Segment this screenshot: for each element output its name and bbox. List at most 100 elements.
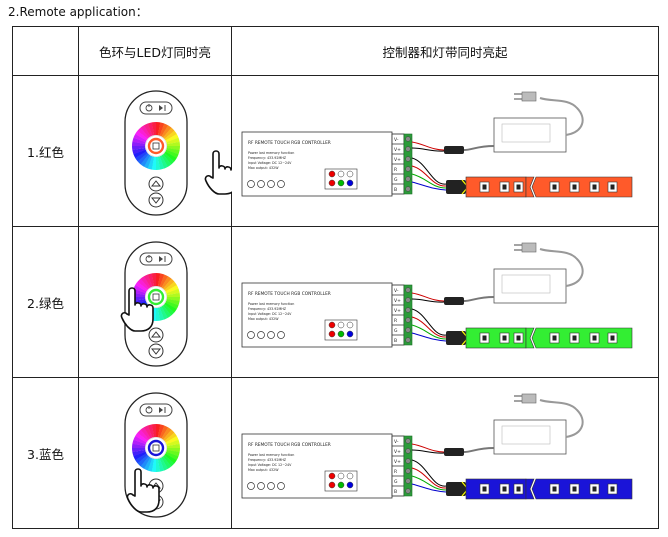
terminal-screw	[405, 458, 411, 464]
terminal-label: G	[394, 479, 398, 485]
terminal-screw	[405, 488, 411, 494]
controller-spec: Power lost memory function	[248, 453, 294, 457]
remote-top-button	[139, 101, 173, 115]
status-led	[328, 321, 336, 329]
terminal-block	[403, 133, 413, 195]
center-led	[147, 137, 165, 155]
cert-icon	[267, 331, 275, 339]
remote-illustration	[124, 90, 232, 216]
strip-connector	[446, 482, 466, 496]
ac-plug	[521, 242, 537, 253]
terminal-label: V+	[394, 308, 401, 314]
rgb-wire	[411, 316, 447, 338]
color-ring	[132, 424, 180, 472]
rgb-wire	[411, 157, 447, 185]
terminal-screw	[405, 448, 411, 454]
dc-cable	[463, 145, 495, 151]
terminal-label: V-	[394, 439, 399, 445]
cert-icon	[277, 482, 285, 490]
rgb-wire	[411, 324, 447, 340]
cert-icon	[267, 482, 275, 490]
header-controller-strip: 控制器和灯带同时亮起	[231, 26, 659, 76]
row-label-blue: 3.蓝色	[12, 377, 79, 529]
terminal-label: V+	[394, 459, 401, 465]
terminal-label: V-	[394, 288, 399, 294]
terminal-label: R	[394, 318, 397, 324]
pointing-hand-icon	[120, 287, 154, 332]
terminal-screw	[405, 468, 411, 474]
status-led	[328, 170, 336, 178]
terminal-label: V+	[394, 147, 401, 153]
center-button	[152, 142, 160, 150]
status-led	[337, 481, 345, 489]
strip-connector	[446, 180, 466, 194]
controller-spec: Max output: 432W	[248, 468, 279, 472]
cert-icon	[247, 180, 255, 188]
terminal-label: B	[394, 489, 397, 495]
rgb-wire	[411, 467, 447, 489]
center-button	[152, 444, 160, 452]
rgb-wire	[411, 475, 447, 491]
terminal-label: B	[394, 338, 397, 344]
cert-icon	[247, 482, 255, 490]
status-led	[337, 179, 345, 187]
status-led	[337, 321, 345, 329]
header-empty	[12, 26, 79, 76]
header-row: 色环与LED灯同时亮 控制器和灯带同时亮起	[12, 26, 659, 76]
rgb-wire	[411, 181, 447, 191]
cert-icon	[257, 482, 265, 490]
terminal-label: V+	[394, 298, 401, 304]
terminal-screw	[405, 176, 411, 182]
terminal-label: G	[394, 328, 398, 334]
controller-spec: Input Voltage: DC 12~24V	[248, 312, 292, 316]
controller-spec: Max output: 432W	[248, 166, 279, 170]
rgb-wire	[411, 308, 447, 336]
remote-illustration	[120, 241, 188, 367]
play-pause-icon	[159, 407, 166, 413]
row-label-green: 2.绿色	[12, 226, 79, 378]
ac-cord	[539, 248, 584, 287]
terminal-screw	[405, 307, 411, 313]
wire-red	[411, 141, 445, 151]
remote-top-button	[139, 403, 173, 417]
dc-connector	[444, 448, 464, 456]
terminal-screw	[405, 297, 411, 303]
terminal-screw	[405, 287, 411, 293]
remote-illustration	[124, 392, 188, 518]
pointing-hand-icon	[126, 468, 160, 513]
status-led	[337, 330, 345, 338]
wire-black	[411, 298, 445, 303]
cert-icon	[257, 331, 265, 339]
up-arrow-icon	[148, 176, 164, 192]
rgb-wire	[411, 165, 447, 187]
cert-icon	[277, 331, 285, 339]
terminal-screw	[405, 136, 411, 142]
status-led	[328, 179, 336, 187]
controller-spec: Max output: 432W	[248, 317, 279, 321]
power-icon	[145, 104, 153, 112]
play-pause-icon	[159, 256, 166, 262]
controller-box	[241, 433, 393, 499]
rgb-wire	[411, 483, 447, 493]
controller-spec: Input Voltage: DC 12~24V	[248, 161, 292, 165]
dc-connector	[444, 297, 464, 305]
remote-application-table: 色环与LED灯同时亮 控制器和灯带同时亮起 1.红色 RF REMOTE TOU…	[12, 26, 659, 529]
row-label-red: 1.红色	[12, 75, 79, 227]
terminal-label: V+	[394, 157, 401, 163]
remote-cell	[78, 226, 232, 378]
status-led	[337, 170, 345, 178]
strip-connector	[446, 331, 466, 345]
terminal-screw	[405, 327, 411, 333]
terminal-label: B	[394, 187, 397, 193]
header-color-ring: 色环与LED灯同时亮	[78, 26, 232, 76]
status-led	[346, 481, 354, 489]
controller-spec: Frequency: 433.92MHZ	[248, 156, 287, 160]
terminal-label: R	[394, 167, 397, 173]
wire-red	[411, 292, 445, 302]
terminal-label: G	[394, 177, 398, 183]
